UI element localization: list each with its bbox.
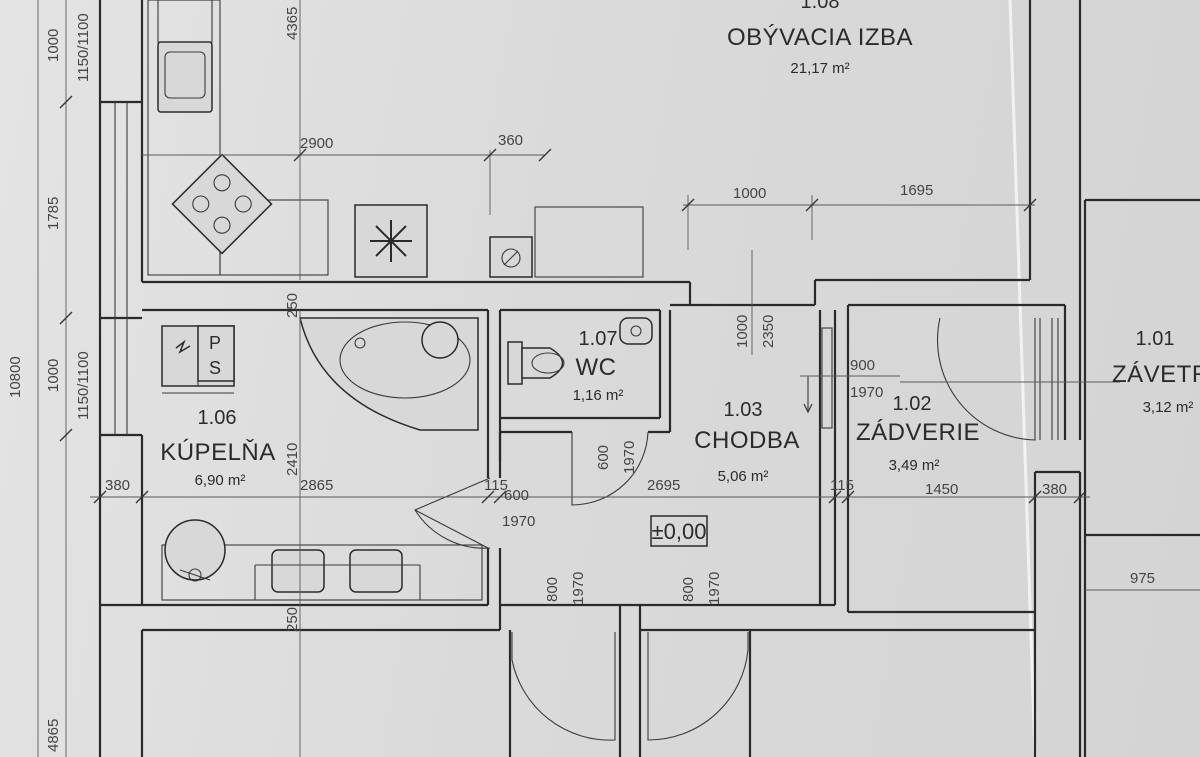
dim-600-b: 600: [595, 445, 612, 470]
room-area-zadverie: 3,49 m²: [889, 457, 940, 474]
wc-sink-icon: [619, 317, 653, 345]
room-area-chodba: 5,06 m²: [718, 468, 769, 485]
level-mark: ±0,00: [652, 519, 707, 544]
dim-250-b: 250: [284, 607, 301, 632]
dim-380-b: 380: [1042, 481, 1067, 498]
dim-4865: 4865: [45, 719, 62, 752]
dim-1970-a: 1970: [850, 384, 883, 401]
stove-icon: [171, 153, 273, 255]
dim-1695: 1695: [900, 182, 933, 199]
walls: [98, 0, 1200, 757]
dim-1000-a: 1000: [45, 29, 62, 62]
door-wc: [571, 431, 649, 506]
dim-1000-b: 1000: [45, 359, 62, 392]
wc-fixtures: [507, 317, 653, 385]
room-number-zavetrie: 1.01: [1136, 328, 1175, 350]
door-room-a: [511, 632, 616, 741]
snowflake-icon: [370, 220, 412, 262]
room-number-obyvacia: 1.08: [801, 0, 840, 13]
room-name-wc: WC: [576, 354, 617, 381]
washbasin-icon: [271, 549, 325, 593]
dim-1785: 1785: [45, 197, 62, 230]
dim-1970-c: 1970: [621, 441, 638, 474]
dim-360: 360: [498, 132, 523, 149]
dim-1150-b: 1150/1100: [75, 351, 92, 420]
paper-fold: [1008, 0, 1037, 757]
bathroom-fixtures: [161, 317, 483, 601]
dim-1000-v: 1000: [734, 315, 751, 348]
room-area-obyvacia: 21,17 m²: [790, 60, 849, 77]
dim-1970-e: 1970: [706, 572, 723, 605]
door-room-b: [647, 632, 749, 741]
boiler-icon: [489, 236, 533, 278]
dim-1450: 1450: [925, 481, 958, 498]
dim-4365: 4365: [284, 7, 301, 40]
dimension-labels: 1000 1150/1100 4365 1785 10800 1000 1150…: [7, 7, 1155, 752]
room-number-chodba: 1.03: [724, 399, 763, 421]
room-name-zavetrie: ZÁVETR: [1112, 361, 1200, 388]
room-name-obyvacia: OBÝVACIA IZBA: [727, 24, 913, 51]
door-entrance: [937, 317, 1036, 441]
kitchen-fixtures: [147, 0, 644, 278]
door-bathroom: [414, 477, 491, 549]
room-name-zadverie: ZÁDVERIE: [856, 419, 980, 446]
room-area-wc: 1,16 m²: [573, 387, 624, 404]
dim-115-a: 115: [484, 477, 508, 494]
ps-label-s: S: [209, 358, 221, 378]
dim-2350: 2350: [760, 315, 777, 348]
dim-380-a: 380: [105, 477, 130, 494]
sliding-door: [821, 327, 833, 429]
dim-1970-b: 1970: [502, 513, 535, 530]
dimension-lines: [37, 0, 1200, 757]
washbasin-icon: [349, 549, 403, 593]
dim-975: 975: [1130, 570, 1155, 587]
dim-115-b: 115: [830, 477, 854, 494]
dim-2410: 2410: [284, 443, 301, 476]
toilet-tank-icon: [507, 341, 523, 385]
dim-1970-d: 1970: [570, 572, 587, 605]
ps-label-p: P: [209, 333, 221, 353]
dim-250-a: 250: [284, 293, 301, 318]
dim-600-a: 600: [504, 487, 529, 504]
dim-1000-c: 1000: [733, 185, 766, 202]
room-number-zadverie: 1.02: [893, 393, 932, 415]
level-mark-box: [650, 515, 708, 547]
doors: [414, 317, 1036, 741]
dim-10800: 10800: [7, 356, 24, 398]
room-name-kupelna: KÚPELŇA: [160, 439, 276, 466]
room-labels: 1.08 OBÝVACIA IZBA 21,17 m² 1.01 ZÁVETR …: [160, 0, 1200, 547]
room-number-kupelna: 1.06: [198, 407, 237, 429]
dim-800-b: 800: [680, 577, 697, 602]
dim-2900: 2900: [300, 135, 333, 152]
room-number-wc: 1.07: [579, 328, 618, 350]
room-area-zavetrie: 3,12 m²: [1143, 399, 1194, 416]
room-name-chodba: CHODBA: [694, 427, 800, 454]
dim-2695: 2695: [647, 477, 680, 494]
dim-900: 900: [850, 357, 875, 374]
shower-icon: [164, 519, 226, 582]
room-area-kupelna: 6,90 m²: [195, 472, 246, 489]
toilet-icon: [521, 347, 564, 379]
dim-800-a: 800: [544, 577, 561, 602]
dim-1150-a: 1150/1100: [75, 13, 92, 82]
dim-2865: 2865: [300, 477, 333, 494]
